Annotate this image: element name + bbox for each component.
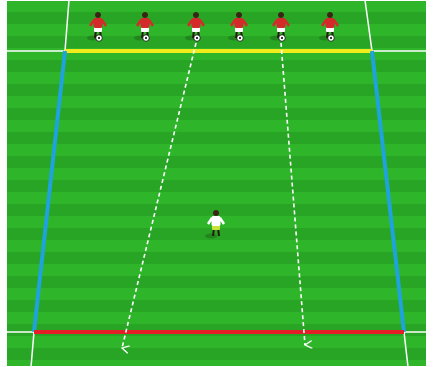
grass-stripe <box>6 132 427 144</box>
player-shirt <box>277 18 286 28</box>
grass-stripe <box>6 12 427 24</box>
grass-stripes <box>6 0 427 367</box>
player-head <box>278 12 284 18</box>
grass-stripe <box>6 72 427 84</box>
ball-patch <box>196 37 198 39</box>
ball-patch <box>145 37 147 39</box>
player-head <box>236 12 242 18</box>
player-shadow <box>205 234 217 239</box>
ball-patch <box>330 37 332 39</box>
grass-stripe <box>6 336 427 348</box>
player-shirt <box>212 216 221 226</box>
player-shirt <box>235 18 244 28</box>
grass-stripe <box>6 276 427 288</box>
grass-stripe <box>6 120 427 132</box>
player-shirt <box>94 18 103 28</box>
player-shirt <box>326 18 335 28</box>
player-shirt <box>141 18 150 28</box>
player-head <box>213 210 219 216</box>
grass-stripe <box>6 108 427 120</box>
grass-stripe <box>6 180 427 192</box>
grass-stripe <box>6 288 427 300</box>
ball-patch <box>281 37 283 39</box>
grass-stripe <box>6 60 427 72</box>
player-head <box>327 12 333 18</box>
ball-patch <box>239 37 241 39</box>
player-head <box>95 12 101 18</box>
player-head <box>142 12 148 18</box>
grass-stripe <box>6 144 427 156</box>
grass-stripe <box>6 252 427 264</box>
grass-stripe <box>6 96 427 108</box>
player-shirt <box>192 18 201 28</box>
ball-patch <box>98 37 100 39</box>
grass-stripe <box>6 36 427 48</box>
grass-stripe <box>6 84 427 96</box>
grass-stripe <box>6 312 427 324</box>
grass-stripe <box>6 240 427 252</box>
grass-stripe <box>6 264 427 276</box>
grass-stripe <box>6 360 427 367</box>
grass-stripe <box>6 348 427 360</box>
grass-stripe <box>6 156 427 168</box>
grass-stripe <box>6 300 427 312</box>
player-head <box>193 12 199 18</box>
grass-stripe <box>6 168 427 180</box>
grass-stripe <box>6 24 427 36</box>
grass-stripe <box>6 192 427 204</box>
